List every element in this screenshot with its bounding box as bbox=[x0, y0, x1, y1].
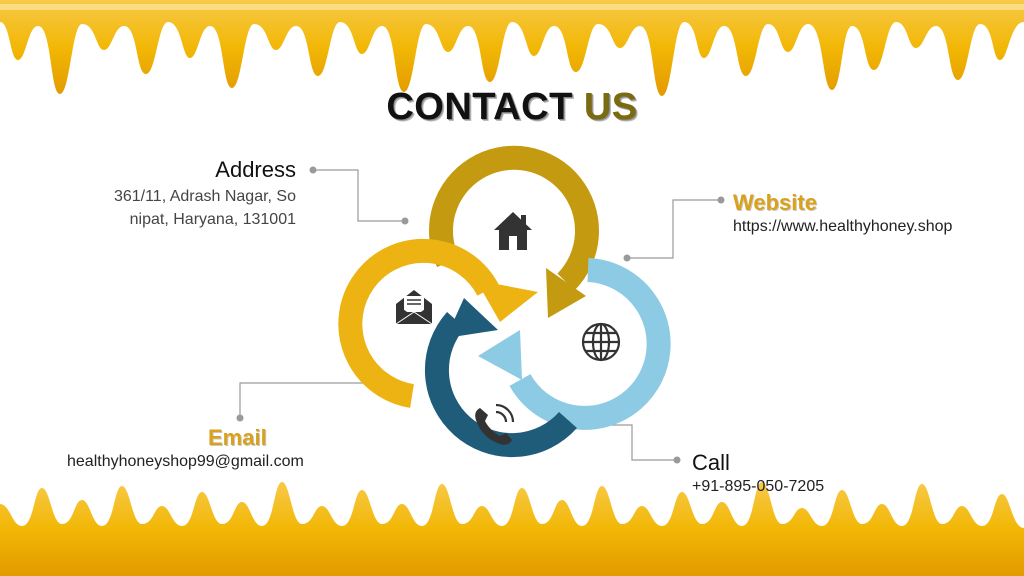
page-title: CONTACT US bbox=[0, 86, 1024, 129]
globe-icon bbox=[581, 322, 621, 362]
address-value: 361/11, Adrash Nagar, So nipat, Haryana,… bbox=[56, 185, 296, 231]
website-connector bbox=[627, 199, 721, 259]
title-word-contact: CONTACT bbox=[386, 86, 573, 128]
email-link[interactable]: healthyhoneyshop99@gmail.com bbox=[67, 453, 304, 470]
honey-drip-top bbox=[0, 0, 1024, 96]
address-connector bbox=[313, 169, 405, 222]
envelope-icon bbox=[395, 290, 433, 325]
ring-top-olive bbox=[429, 145, 599, 318]
website-link[interactable]: https://www.healthyhoney.shop bbox=[733, 218, 953, 235]
call-connector bbox=[587, 424, 677, 461]
website-label: Website bbox=[733, 190, 817, 215]
call-label: Call bbox=[692, 450, 730, 475]
phone-number[interactable]: +91-895-050-7205 bbox=[692, 478, 825, 495]
home-icon bbox=[494, 212, 532, 250]
email-connector bbox=[239, 382, 378, 418]
ring-left-amber bbox=[338, 238, 538, 408]
phone-icon bbox=[475, 403, 515, 445]
ring-right-blue bbox=[478, 258, 671, 430]
address-line-1: 361/11, Adrash Nagar, So bbox=[113, 188, 296, 205]
address-label: Address bbox=[215, 157, 296, 182]
email-label: Email bbox=[208, 425, 267, 450]
honey-drip-bottom bbox=[0, 482, 1024, 576]
ring-bottom-teal bbox=[424, 298, 577, 458]
address-line-2: nipat, Haryana, 131001 bbox=[129, 211, 296, 228]
title-word-us: US bbox=[583, 86, 638, 128]
